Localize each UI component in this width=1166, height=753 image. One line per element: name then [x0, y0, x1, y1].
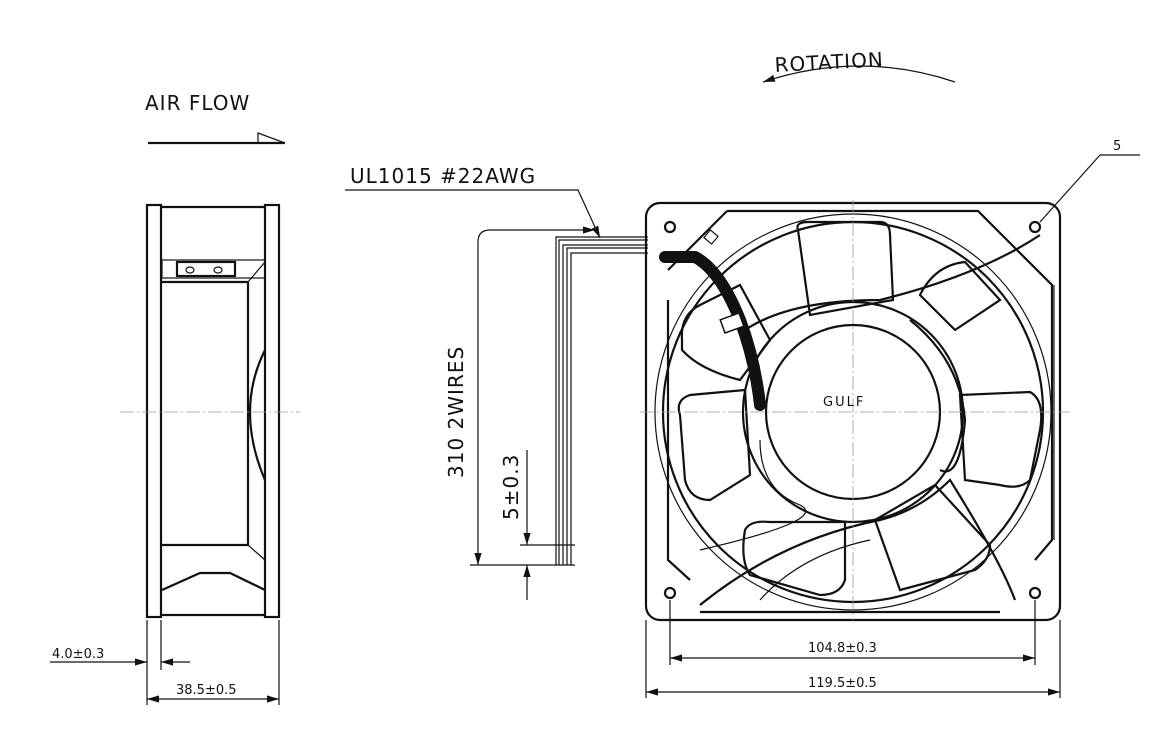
brand-logo: GULF — [823, 395, 865, 410]
rotation-arrow-icon — [762, 65, 956, 83]
hole-callout: 5 — [1113, 139, 1121, 154]
hole-pitch-dimension: 104.8±0.3 — [808, 641, 877, 656]
lead-length-label: 310 2WIRES — [444, 346, 468, 478]
air-flow-label: AIR FLOW — [145, 91, 250, 115]
overall-width-dimension: 119.5±0.5 — [808, 676, 877, 691]
fan-front-view — [640, 200, 1070, 622]
air-flow-arrow-icon — [148, 132, 286, 145]
lead-wires — [555, 236, 648, 565]
rotation-label: ROTATION — [774, 47, 884, 77]
side-view — [120, 203, 300, 619]
flange-dimension: 4.0±0.3 — [52, 647, 104, 662]
depth-dimension: 38.5±0.5 — [176, 683, 237, 698]
wire-spec-label: UL1015 #22AWG — [350, 164, 536, 188]
strip-length-label: 5±0.3 — [499, 454, 523, 520]
